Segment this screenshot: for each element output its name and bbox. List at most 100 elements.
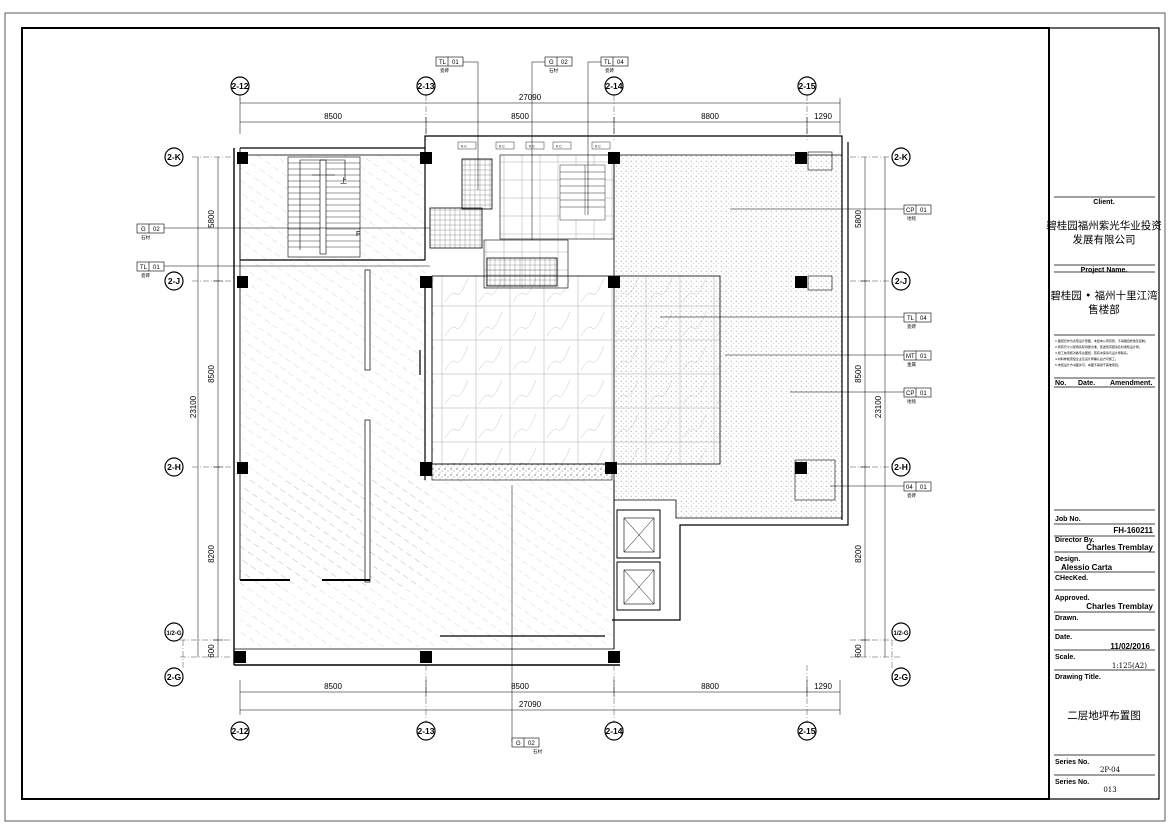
grid-bubble-top-2-12: 2-12 <box>231 81 248 91</box>
note-2: 2.所有尺寸以现场实际测量为准，若发现问题请及时通知设计师。 <box>1055 344 1142 349</box>
tag-right-5-num: 01 <box>920 485 927 491</box>
kc-label-5: K.C <box>595 145 601 149</box>
dim-left-seg-3: 8200 <box>207 545 216 563</box>
series-no-value-2: 013 <box>1103 786 1116 794</box>
tag-right-2-code: TL <box>907 316 915 322</box>
revision-header-date: Date. <box>1078 380 1095 387</box>
tag-right-5-code: 04 <box>906 485 913 491</box>
tag-top-2-code: G <box>549 60 554 66</box>
tag-right-2-sub: 瓷砖 <box>907 323 916 330</box>
tag-right-3-num: 01 <box>920 354 927 360</box>
dim-right-total: 23100 <box>874 395 883 418</box>
grid-bubble-left-2-H: 2-H <box>167 462 181 472</box>
job-no-value: FH-160211 <box>1113 526 1153 535</box>
date-value: 11/02/2016 <box>1110 642 1150 651</box>
dim-left-total: 23100 <box>189 395 198 418</box>
dim-bottom-seg-3: 8800 <box>701 682 719 691</box>
tag-top-2-sub: 石材 <box>549 67 558 74</box>
title-block-frame <box>1048 27 1160 800</box>
elevators <box>616 509 661 611</box>
revision-header-no: No. <box>1055 380 1066 387</box>
lower-hall-floor <box>240 480 612 647</box>
series-no-label-1: Series No. <box>1055 759 1089 766</box>
series-no-label-2: Series No. <box>1055 779 1089 786</box>
dim-top-seg-2: 8500 <box>511 112 529 121</box>
tag-right-4-sub: 地毯 <box>907 398 916 405</box>
grid-bubble-bottom-2-15: 2-15 <box>798 726 815 736</box>
tag-left-2-sub: 瓷砖 <box>141 272 150 279</box>
dimension-labels: 27090 8500 8500 8800 1290 8500 8500 8800… <box>189 93 883 709</box>
drawn-label: Drawn. <box>1055 615 1078 622</box>
dim-left-seg-4: 600 <box>207 644 216 658</box>
stone-threshold <box>431 463 613 481</box>
stair-up-mark: 上 <box>340 176 347 185</box>
grid-bubble-left-2-K: 2-K <box>167 152 182 162</box>
tag-left-2-code: TL <box>140 265 148 271</box>
grid-bubble-right-2-K: 2-K <box>894 152 909 162</box>
toilet-tile-3 <box>486 257 558 287</box>
tag-top-1-num: 01 <box>452 60 459 66</box>
approved-value: Charles Tremblay <box>1086 602 1153 611</box>
marble-atrium <box>431 275 721 465</box>
toilet-tile-2 <box>461 158 493 210</box>
tag-top-3-num: 04 <box>617 60 624 66</box>
note-5: 5.未经设计方书面许可，本图不得用于其他项目。 <box>1055 362 1121 367</box>
tag-top-2-num: 02 <box>561 60 568 66</box>
project-label: Project Name. <box>1081 267 1128 274</box>
floor-plan: 上 F K.C K.C K.C K.C K.C <box>180 135 900 666</box>
tag-top-3-sub: 瓷砖 <box>605 67 614 74</box>
tag-left-2-num: 01 <box>153 265 160 271</box>
grid-bubble-top-2-13: 2-13 <box>417 81 434 91</box>
project-name-line2: 售楼部 <box>1088 303 1120 316</box>
note-1: 1.图纸仅作为表现设计意图，未经本公司同意，不得擅自修改及复制。 <box>1055 338 1148 343</box>
tag-bottom-1-code: G <box>516 741 521 747</box>
dim-right-seg-4: 600 <box>854 644 863 658</box>
director-value: Charles Tremblay <box>1086 543 1153 552</box>
columns <box>234 152 807 663</box>
design-label: Design. <box>1055 556 1080 563</box>
tag-right-3-sub: 金属 <box>907 361 916 368</box>
note-4: 4.材料样板须经业主及设计师确认后方可施工。 <box>1055 356 1118 361</box>
stair: 上 F <box>287 156 361 258</box>
tag-bottom-1-sub: 石材 <box>533 748 542 755</box>
dim-bottom-seg-1: 8500 <box>324 682 342 691</box>
outer-frame <box>4 12 1166 822</box>
tag-right-4-code: CP <box>906 391 914 397</box>
grid-bubble-right-2-G: 2-G <box>894 672 909 682</box>
director-label: Director By. <box>1055 537 1094 544</box>
scale-label: Scale. <box>1055 654 1075 661</box>
dim-bottom-seg-2: 8500 <box>511 682 529 691</box>
grid-bubble-top-2-14: 2-14 <box>605 81 622 91</box>
drawing-title-label: Drawing Title. <box>1055 674 1101 681</box>
grid-bubble-right-2-H: 2-H <box>894 462 908 472</box>
tag-left-1-code: G <box>141 227 146 233</box>
note-3: 3.施工前须核对各专业图纸，若有冲突请与设计师联系。 <box>1055 350 1130 355</box>
kc-label-1: K.C <box>461 145 467 149</box>
tag-top-1-code: TL <box>439 60 447 66</box>
dim-bottom-total: 27090 <box>519 700 542 709</box>
dim-top-seg-1: 8500 <box>324 112 342 121</box>
dim-top-seg-3: 8800 <box>701 112 719 121</box>
grid-bubble-bottom-2-14: 2-14 <box>605 726 622 736</box>
toilet-tile-1 <box>429 207 483 249</box>
tag-right-5-sub: 瓷砖 <box>907 492 916 499</box>
grid-bubble-right-1-2-G: 1/2-G <box>893 631 908 637</box>
tag-bottom-1-num: 02 <box>528 741 535 747</box>
design-value: Alessio Carta <box>1061 563 1113 572</box>
dim-right-seg-1: 5800 <box>854 210 863 228</box>
tag-right-2-num: 04 <box>920 316 927 322</box>
tag-right-3-code: MT <box>906 354 915 360</box>
title-block: Client. 碧桂园福州紫光华业投资 发展有限公司 Project Name.… <box>1046 196 1162 794</box>
grid-bubble-bottom-2-13: 2-13 <box>417 726 434 736</box>
tag-top-3-code: TL <box>604 60 612 66</box>
dim-right-seg-3: 8200 <box>854 545 863 563</box>
material-tags: TL 01 瓷砖 G 02 石材 TL 04 瓷砖 G 02 石材 TL 01 … <box>136 56 932 755</box>
approved-label: Approved. <box>1055 595 1090 602</box>
tag-right-1-num: 01 <box>920 208 927 214</box>
checked-label: CHecKed. <box>1055 575 1088 582</box>
dim-top-seg-4: 1290 <box>814 112 832 121</box>
tag-right-4-num: 01 <box>920 391 927 397</box>
general-notes: 1.图纸仅作为表现设计意图，未经本公司同意，不得擅自修改及复制。 2.所有尺寸以… <box>1055 338 1148 367</box>
